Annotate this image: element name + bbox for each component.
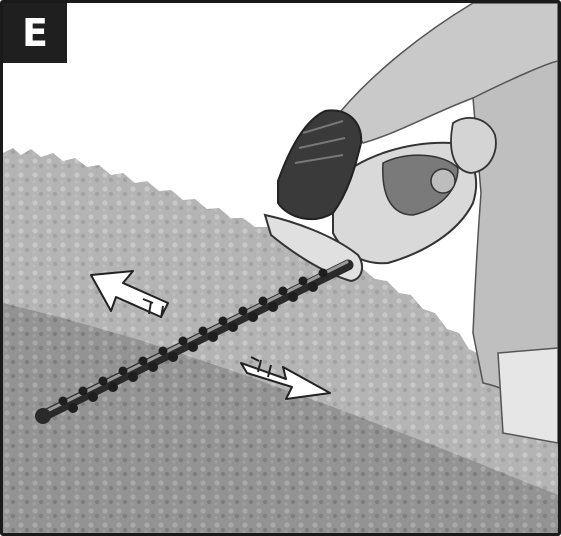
hedge-trimmer-illustration <box>3 3 558 533</box>
blade-tip <box>35 408 51 424</box>
pants <box>498 348 558 443</box>
step-label: E <box>3 3 67 63</box>
trimmer-knob <box>431 169 455 193</box>
